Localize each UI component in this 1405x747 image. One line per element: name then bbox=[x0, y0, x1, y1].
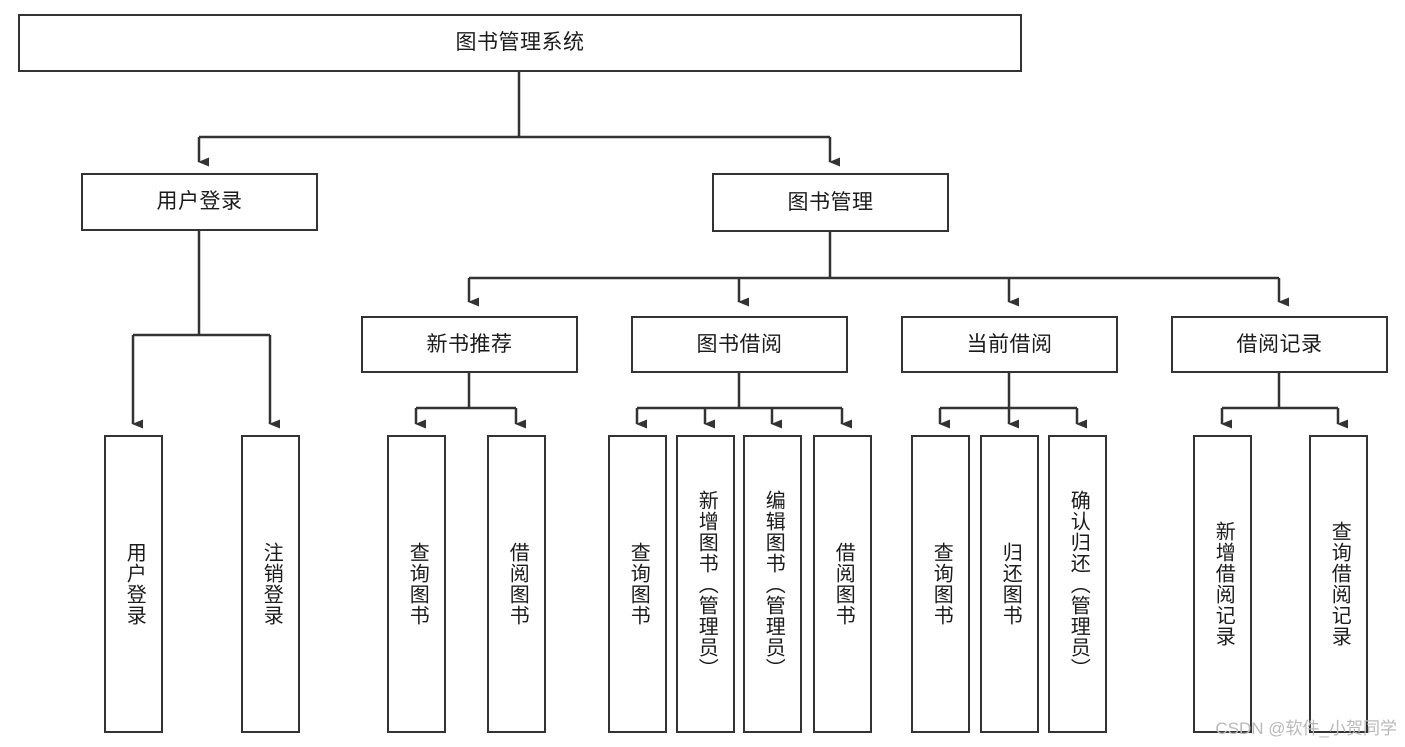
node-leaf-borrow-book-a-label: 借阅图书 bbox=[506, 542, 529, 626]
node-book-manage-label: 图书管理 bbox=[787, 190, 874, 214]
node-leaf-query-record-label: 查询借阅记录 bbox=[1328, 521, 1351, 647]
node-leaf-add-book[interactable]: 新增图书（管理员） bbox=[676, 435, 735, 733]
node-root[interactable]: 图书管理系统 bbox=[18, 14, 1022, 72]
node-leaf-confirm-return-label: 确认归还（管理员） bbox=[1067, 489, 1090, 679]
node-new-book-rec[interactable]: 新书推荐 bbox=[361, 316, 578, 373]
node-leaf-edit-book-label: 编辑图书（管理员） bbox=[762, 489, 785, 679]
node-leaf-edit-book[interactable]: 编辑图书（管理员） bbox=[743, 435, 802, 733]
node-leaf-logout[interactable]: 注销登录 bbox=[241, 435, 300, 733]
node-leaf-borrow-book-b-label: 借阅图书 bbox=[832, 542, 855, 626]
node-leaf-return-book[interactable]: 归还图书 bbox=[980, 435, 1039, 733]
node-leaf-add-record[interactable]: 新增借阅记录 bbox=[1193, 435, 1252, 733]
node-leaf-add-book-label: 新增图书（管理员） bbox=[695, 489, 718, 679]
node-book-borrow[interactable]: 图书借阅 bbox=[631, 316, 848, 373]
node-user-login-label: 用户登录 bbox=[156, 190, 243, 214]
node-borrow-record[interactable]: 借阅记录 bbox=[1171, 316, 1388, 373]
node-book-manage[interactable]: 图书管理 bbox=[712, 173, 949, 232]
node-leaf-query-book-a-label: 查询图书 bbox=[406, 542, 429, 626]
node-current-borrow-label: 当前借阅 bbox=[966, 332, 1053, 356]
node-current-borrow[interactable]: 当前借阅 bbox=[901, 316, 1118, 373]
node-leaf-user-login[interactable]: 用户登录 bbox=[104, 435, 163, 733]
node-leaf-query-record[interactable]: 查询借阅记录 bbox=[1309, 435, 1368, 733]
node-leaf-query-book-c[interactable]: 查询图书 bbox=[911, 435, 970, 733]
node-leaf-return-book-label: 归还图书 bbox=[999, 542, 1022, 626]
node-new-book-rec-label: 新书推荐 bbox=[426, 332, 513, 356]
node-leaf-query-book-c-label: 查询图书 bbox=[930, 542, 953, 626]
node-leaf-user-login-label: 用户登录 bbox=[123, 542, 146, 626]
node-book-borrow-label: 图书借阅 bbox=[696, 332, 783, 356]
node-leaf-add-record-label: 新增借阅记录 bbox=[1212, 521, 1235, 647]
node-leaf-borrow-book-b[interactable]: 借阅图书 bbox=[813, 435, 872, 733]
node-leaf-query-book-b[interactable]: 查询图书 bbox=[608, 435, 667, 733]
node-borrow-record-label: 借阅记录 bbox=[1236, 332, 1323, 356]
node-user-login[interactable]: 用户登录 bbox=[81, 173, 318, 231]
node-leaf-borrow-book-a[interactable]: 借阅图书 bbox=[487, 435, 546, 733]
node-leaf-confirm-return[interactable]: 确认归还（管理员） bbox=[1048, 435, 1107, 733]
node-leaf-logout-label: 注销登录 bbox=[260, 542, 283, 626]
node-leaf-query-book-b-label: 查询图书 bbox=[627, 542, 650, 626]
node-leaf-query-book-a[interactable]: 查询图书 bbox=[387, 435, 446, 733]
node-root-label: 图书管理系统 bbox=[455, 31, 585, 55]
